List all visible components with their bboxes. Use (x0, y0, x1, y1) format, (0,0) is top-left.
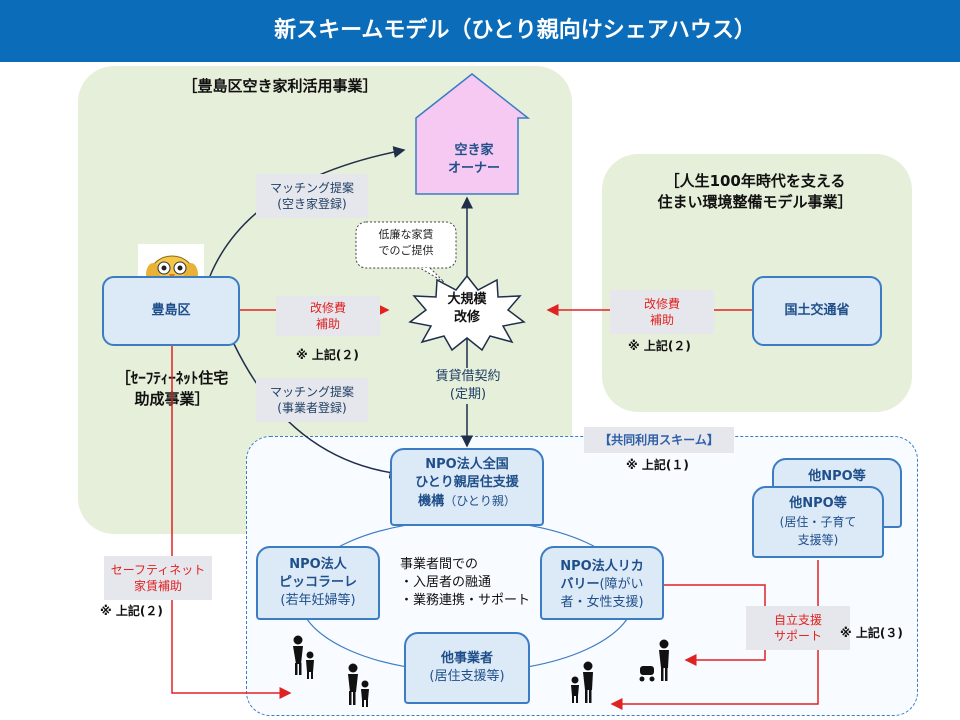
other-npo-node: 他NPO等 (居住・子育て 支援等) (752, 486, 884, 558)
hitorioya-sub: （ひとり親） (444, 494, 516, 508)
family-icon-right (639, 639, 669, 682)
lease-note: 賃貸借契約 (定期) (414, 368, 522, 404)
page-title: 新スキームモデル（ひとり親向けシェアハウス） (274, 18, 756, 43)
recovery-node: NPO法人リカ バリー(障がい者・女性支援) (540, 546, 664, 620)
renovation-label: 大規模 改修 (447, 292, 487, 325)
matching-akiya-note: マッチング提案 (空き家登録) (256, 174, 368, 218)
owner-label: 空き家 オーナー (447, 143, 500, 176)
other-npo-back-label: 他NPO等 (808, 469, 866, 484)
ref3: ※ 上記(３) (840, 626, 903, 640)
owner-node: 空き家 オーナー (416, 130, 532, 190)
family-icon-middle (348, 663, 369, 707)
ref2-bottom: ※ 上記(２) (100, 604, 163, 618)
recovery-sub1: (障がい (599, 577, 644, 592)
jinsei-region-label: ［人生100年時代を支える 住まい環境整備モデル事業］ (657, 172, 853, 211)
jiritsu-note: 自立支援 サポート (746, 606, 850, 650)
toshima-label: 豊島区 (151, 303, 191, 318)
coop-note: 事業者間での ・入居者の融通 ・業務連携・サポート (400, 557, 531, 608)
renovation-burst-shape (408, 274, 526, 352)
recovery-label: NPO法人リカ バリー (560, 559, 644, 592)
hitorioya-label: NPO法人全国 ひとり親居住支援 機構 (415, 457, 519, 509)
other-biz-node: 他事業者 (居住支援等) (404, 632, 530, 704)
teirenna-note: 低廉な家賃 でのご提供 (378, 228, 434, 257)
arrow-safety-rent (171, 346, 292, 699)
other-biz-sub: (居住支援等) (429, 669, 505, 684)
mlit-label: 国土交通省 (784, 303, 850, 318)
toshima-node: 豊島区 (102, 276, 240, 346)
ref2-right: ※ 上記(２) (628, 339, 691, 353)
family-icon-bottom (571, 661, 593, 703)
teirenna-bubble-tail (419, 267, 445, 283)
family-icon-left (293, 635, 314, 679)
kaishu-right-note: 改修費 補助 (610, 290, 714, 334)
kyodo-region-label: 【共同利用スキーム】 (584, 427, 734, 453)
piccolare-node: NPO法人 ピッコラーレ (若年妊婦等) (256, 546, 380, 620)
kaishu-left-note: 改修費 補助 (276, 296, 380, 336)
teirenna-bubble-shape (355, 221, 457, 269)
other-biz-label: 他事業者 (440, 651, 493, 666)
piccolare-sub: (若年妊婦等) (280, 593, 356, 608)
mlit-node: 国土交通省 (752, 276, 882, 346)
akiya-region-label: ［豊島区空き家利活用事業］ (182, 77, 378, 95)
arrow-matching-biz (233, 343, 402, 479)
title-bar (0, 0, 960, 62)
other-npo-label: 他NPO等 (789, 496, 847, 511)
safety-rent-note: セーフティネット 家賃補助 (104, 556, 212, 600)
other-npo-sub: (居住・子育て 支援等) (779, 515, 857, 547)
ref1: ※ 上記(１) (626, 458, 689, 472)
matching-biz-note: マッチング提案 (事業者登録) (256, 378, 368, 422)
hitorioya-node: NPO法人全国 ひとり親居住支援 機構（ひとり親） (390, 448, 544, 526)
owner-house-shape (415, 73, 531, 195)
ref2-left: ※ 上記(２) (296, 348, 359, 362)
piccolare-label: NPO法人 ピッコラーレ (278, 557, 357, 590)
recovery-sub2: 者・女性支援) (560, 595, 644, 610)
